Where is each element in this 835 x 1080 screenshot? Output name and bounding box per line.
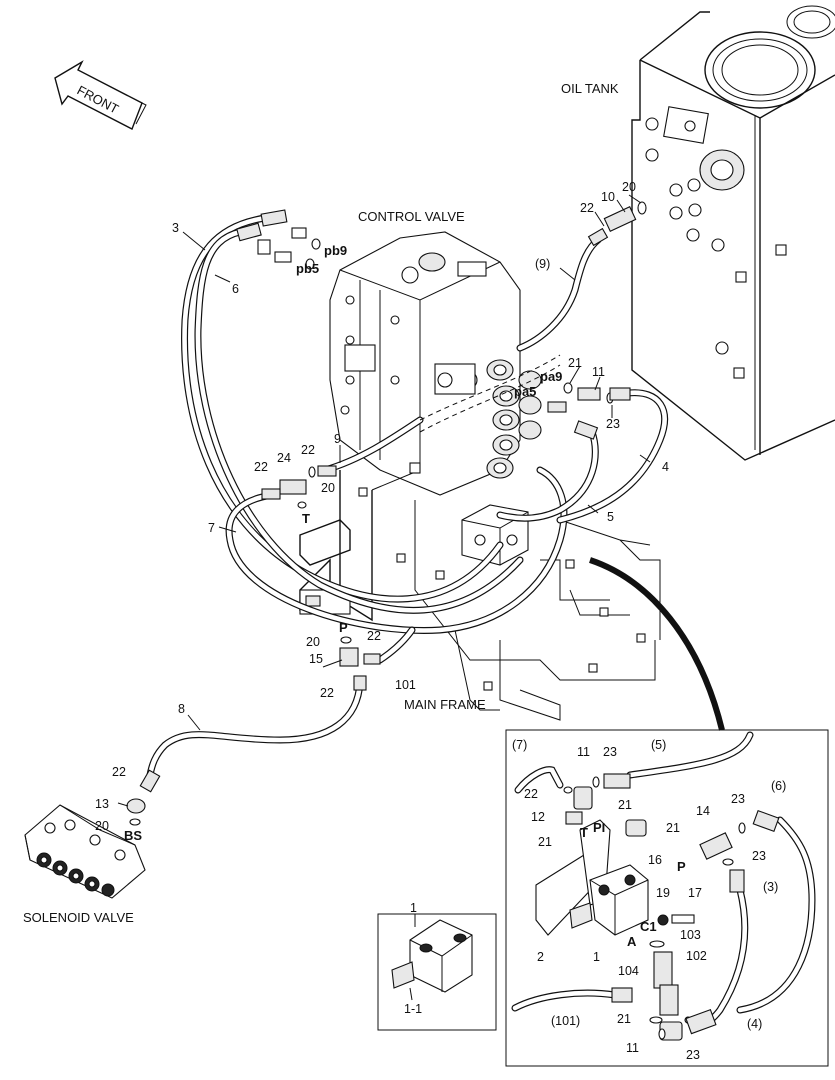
callout: 22 <box>367 629 381 643</box>
callout: 21 <box>666 821 680 835</box>
port-label: BS <box>124 828 142 843</box>
control-valve: CONTROL VALVE <box>329 209 542 496</box>
port-label: A <box>627 934 637 949</box>
control-valve-title: CONTROL VALVE <box>358 209 465 224</box>
callout: 8 <box>178 702 185 716</box>
leader-lines <box>117 194 651 807</box>
callout: (101) <box>551 1014 580 1028</box>
port-label: pb9 <box>324 243 347 258</box>
tank-fittings <box>645 106 787 379</box>
port-label: pb5 <box>296 261 319 276</box>
main-frame-title: MAIN FRAME <box>404 697 486 712</box>
port-label: pa9 <box>540 369 562 384</box>
callout: (9) <box>535 257 550 271</box>
callout: 20 <box>95 819 109 833</box>
callout: 21 <box>618 798 632 812</box>
port-label: T <box>302 511 310 526</box>
callout: (5) <box>651 738 666 752</box>
callout: 20 <box>321 481 335 495</box>
callout: 19 <box>656 886 670 900</box>
callout: 5 <box>607 510 614 524</box>
port-label: P <box>677 859 686 874</box>
callout: 15 <box>309 652 323 666</box>
front-arrow: FRONT <box>54 60 147 130</box>
oil-tank: OIL TANK <box>561 5 835 461</box>
callout: 104 <box>618 964 639 978</box>
callout: 11 <box>592 365 605 379</box>
callout: 21 <box>568 356 582 370</box>
callout: 22 <box>320 686 334 700</box>
callout: 1-1 <box>404 1002 422 1016</box>
callout: 22 <box>301 443 315 457</box>
callout: 9 <box>334 432 341 446</box>
valve-bolts <box>340 295 476 415</box>
callout: 21 <box>538 835 552 849</box>
callout: 103 <box>680 928 701 942</box>
port-label: pa5 <box>514 384 536 399</box>
port-label: PI <box>593 820 605 835</box>
callout: 1 <box>593 950 600 964</box>
callout: (3) <box>763 880 778 894</box>
main-fittings <box>126 201 647 826</box>
callout: 23 <box>603 745 617 759</box>
callout: 1 <box>410 901 417 915</box>
callout: 6 <box>232 282 239 296</box>
solenoid-valve-title: SOLENOID VALVE <box>23 910 134 925</box>
callout-labels: 3 6 22 10 20 (9) 21 11 23 4 5 9 22 24 22… <box>95 180 786 1062</box>
callout: 23 <box>686 1048 700 1062</box>
callout: 7 <box>208 521 215 535</box>
callout: 22 <box>254 460 268 474</box>
port-label: C1 <box>640 919 657 934</box>
callout: (7) <box>512 738 527 752</box>
oil-tank-title: OIL TANK <box>561 81 619 96</box>
inset-box <box>377 913 497 1031</box>
callout: 10 <box>601 190 615 204</box>
callout: 4 <box>662 460 669 474</box>
port-labels: pb9 pb5 pa9 pa5 T P BS T PI P C1 A <box>124 243 686 949</box>
callout: 11 <box>577 745 590 759</box>
callout: 23 <box>731 792 745 806</box>
callout: 20 <box>622 180 636 194</box>
callout: 101 <box>395 678 416 692</box>
callout: (4) <box>747 1017 762 1031</box>
callout: 22 <box>524 787 538 801</box>
spool-caps <box>401 252 542 479</box>
callout: 22 <box>580 201 594 215</box>
callout: 12 <box>531 810 545 824</box>
callout: 14 <box>696 804 710 818</box>
callout: 21 <box>617 1012 631 1026</box>
callout: 13 <box>95 797 109 811</box>
callout: 17 <box>688 886 702 900</box>
callout: (6) <box>771 779 786 793</box>
callout: 11 <box>626 1041 639 1055</box>
solenoid-valve: SOLENOID VALVE <box>23 804 146 925</box>
callout: 22 <box>112 765 126 779</box>
callout: 2 <box>537 950 544 964</box>
callout: 20 <box>306 635 320 649</box>
port-label: T <box>580 825 588 840</box>
callout: 3 <box>172 221 179 235</box>
hoses <box>146 214 725 779</box>
callout: 24 <box>277 451 291 465</box>
callout: 23 <box>606 417 620 431</box>
main-frame: MAIN FRAME <box>299 462 661 721</box>
callout: 16 <box>648 853 662 867</box>
detail-box <box>505 729 829 1067</box>
port-label: P <box>339 620 348 635</box>
callout: 102 <box>686 949 707 963</box>
callout: 23 <box>752 849 766 863</box>
